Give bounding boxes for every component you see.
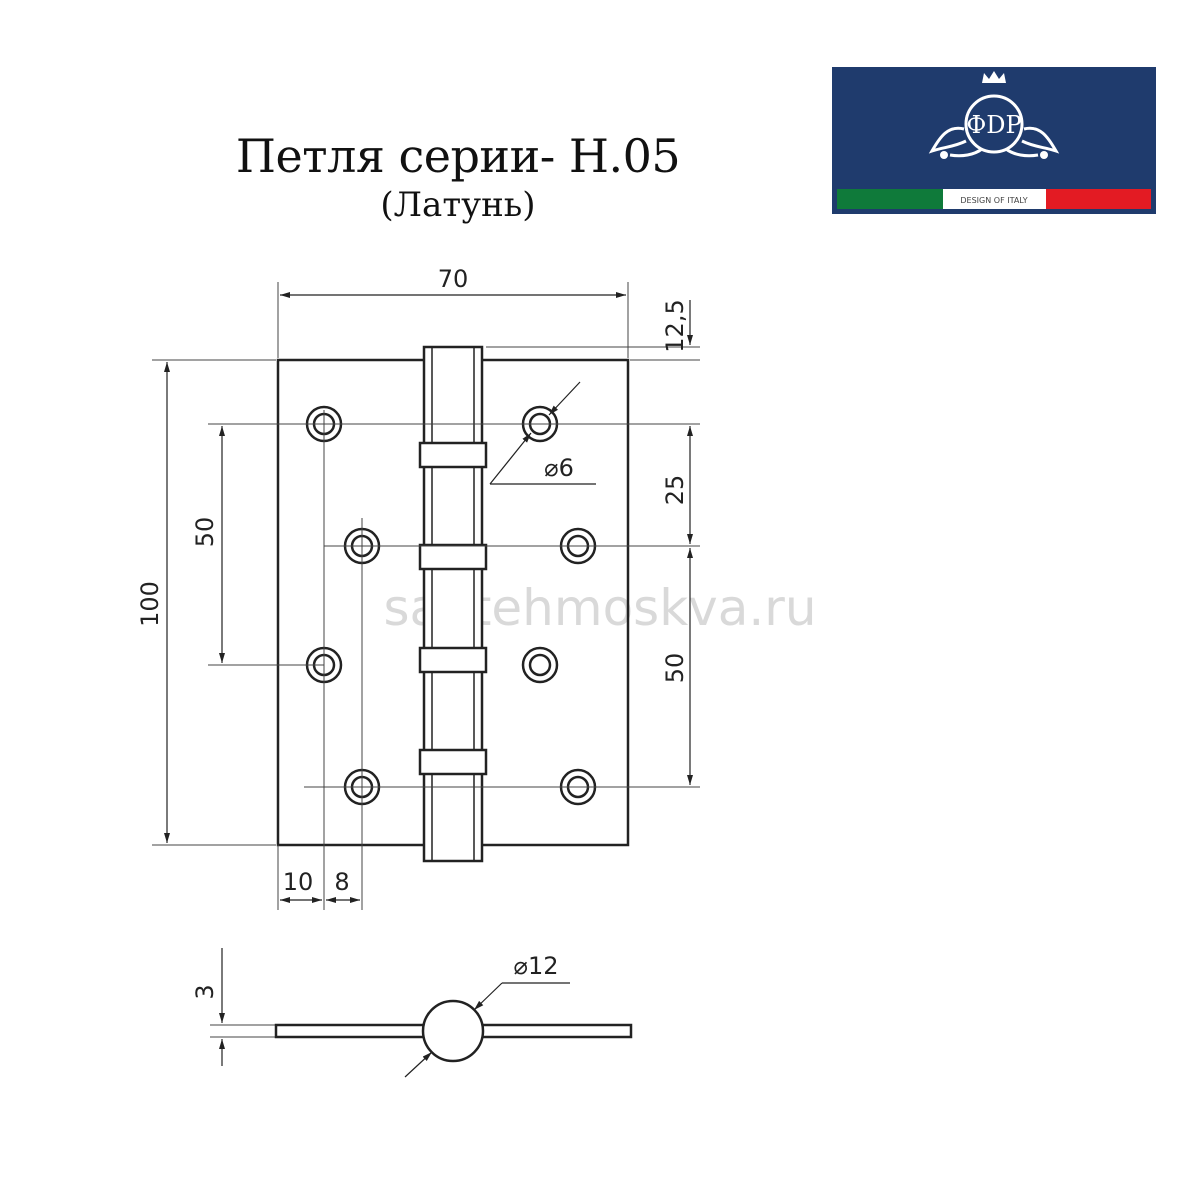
right-ornament-icon [1005,126,1060,158]
logo-tagline: DESIGN OF ITALY [960,196,1027,205]
dimension-lines [164,292,693,903]
dim-hole-diameter: ⌀6 [544,454,574,482]
dim-thickness: 3 [191,984,219,999]
bearing-ring [418,441,488,469]
logo-brand-text: ФDP [966,111,1021,139]
side-knuckle [421,999,485,1063]
flag-white [943,189,1046,209]
dim-pitch-short: 25 [661,475,689,506]
brand-logo: ФDP DESIGN OF ITALY [832,67,1156,214]
dim-height: 100 [136,581,164,627]
dim-margin-offset: 8 [334,868,349,896]
dim-top-offset: 12,5 [661,299,689,352]
dim-width: 70 [438,265,469,293]
dim-pitch-left: 50 [191,517,219,548]
dim-pitch-right: 50 [661,653,689,684]
bearing-ring [418,543,488,571]
ornament-dot-right [1040,151,1048,159]
crown-icon [982,71,1006,83]
bearing-ring [418,646,488,674]
drawing-subtitle: (Латунь) [380,185,536,225]
extension-lines [152,282,700,910]
flag-green [837,189,943,209]
ornament-dot-left [940,151,948,159]
screw-hole [521,646,559,684]
side-view: 3 ⌀12 [191,948,633,1078]
bearing-ring [418,748,488,776]
left-ornament-icon [928,126,983,158]
hinge-knuckle [418,345,488,863]
dim-margin-edge: 10 [283,868,314,896]
flag-red [1046,189,1151,209]
dim-knuckle-diameter: ⌀12 [514,952,559,980]
emblem-ring [964,94,1024,154]
drawing-title: Петля серии- Н.05 [235,129,681,183]
title-block: Петля серии- Н.05 (Латунь) [200,128,716,226]
